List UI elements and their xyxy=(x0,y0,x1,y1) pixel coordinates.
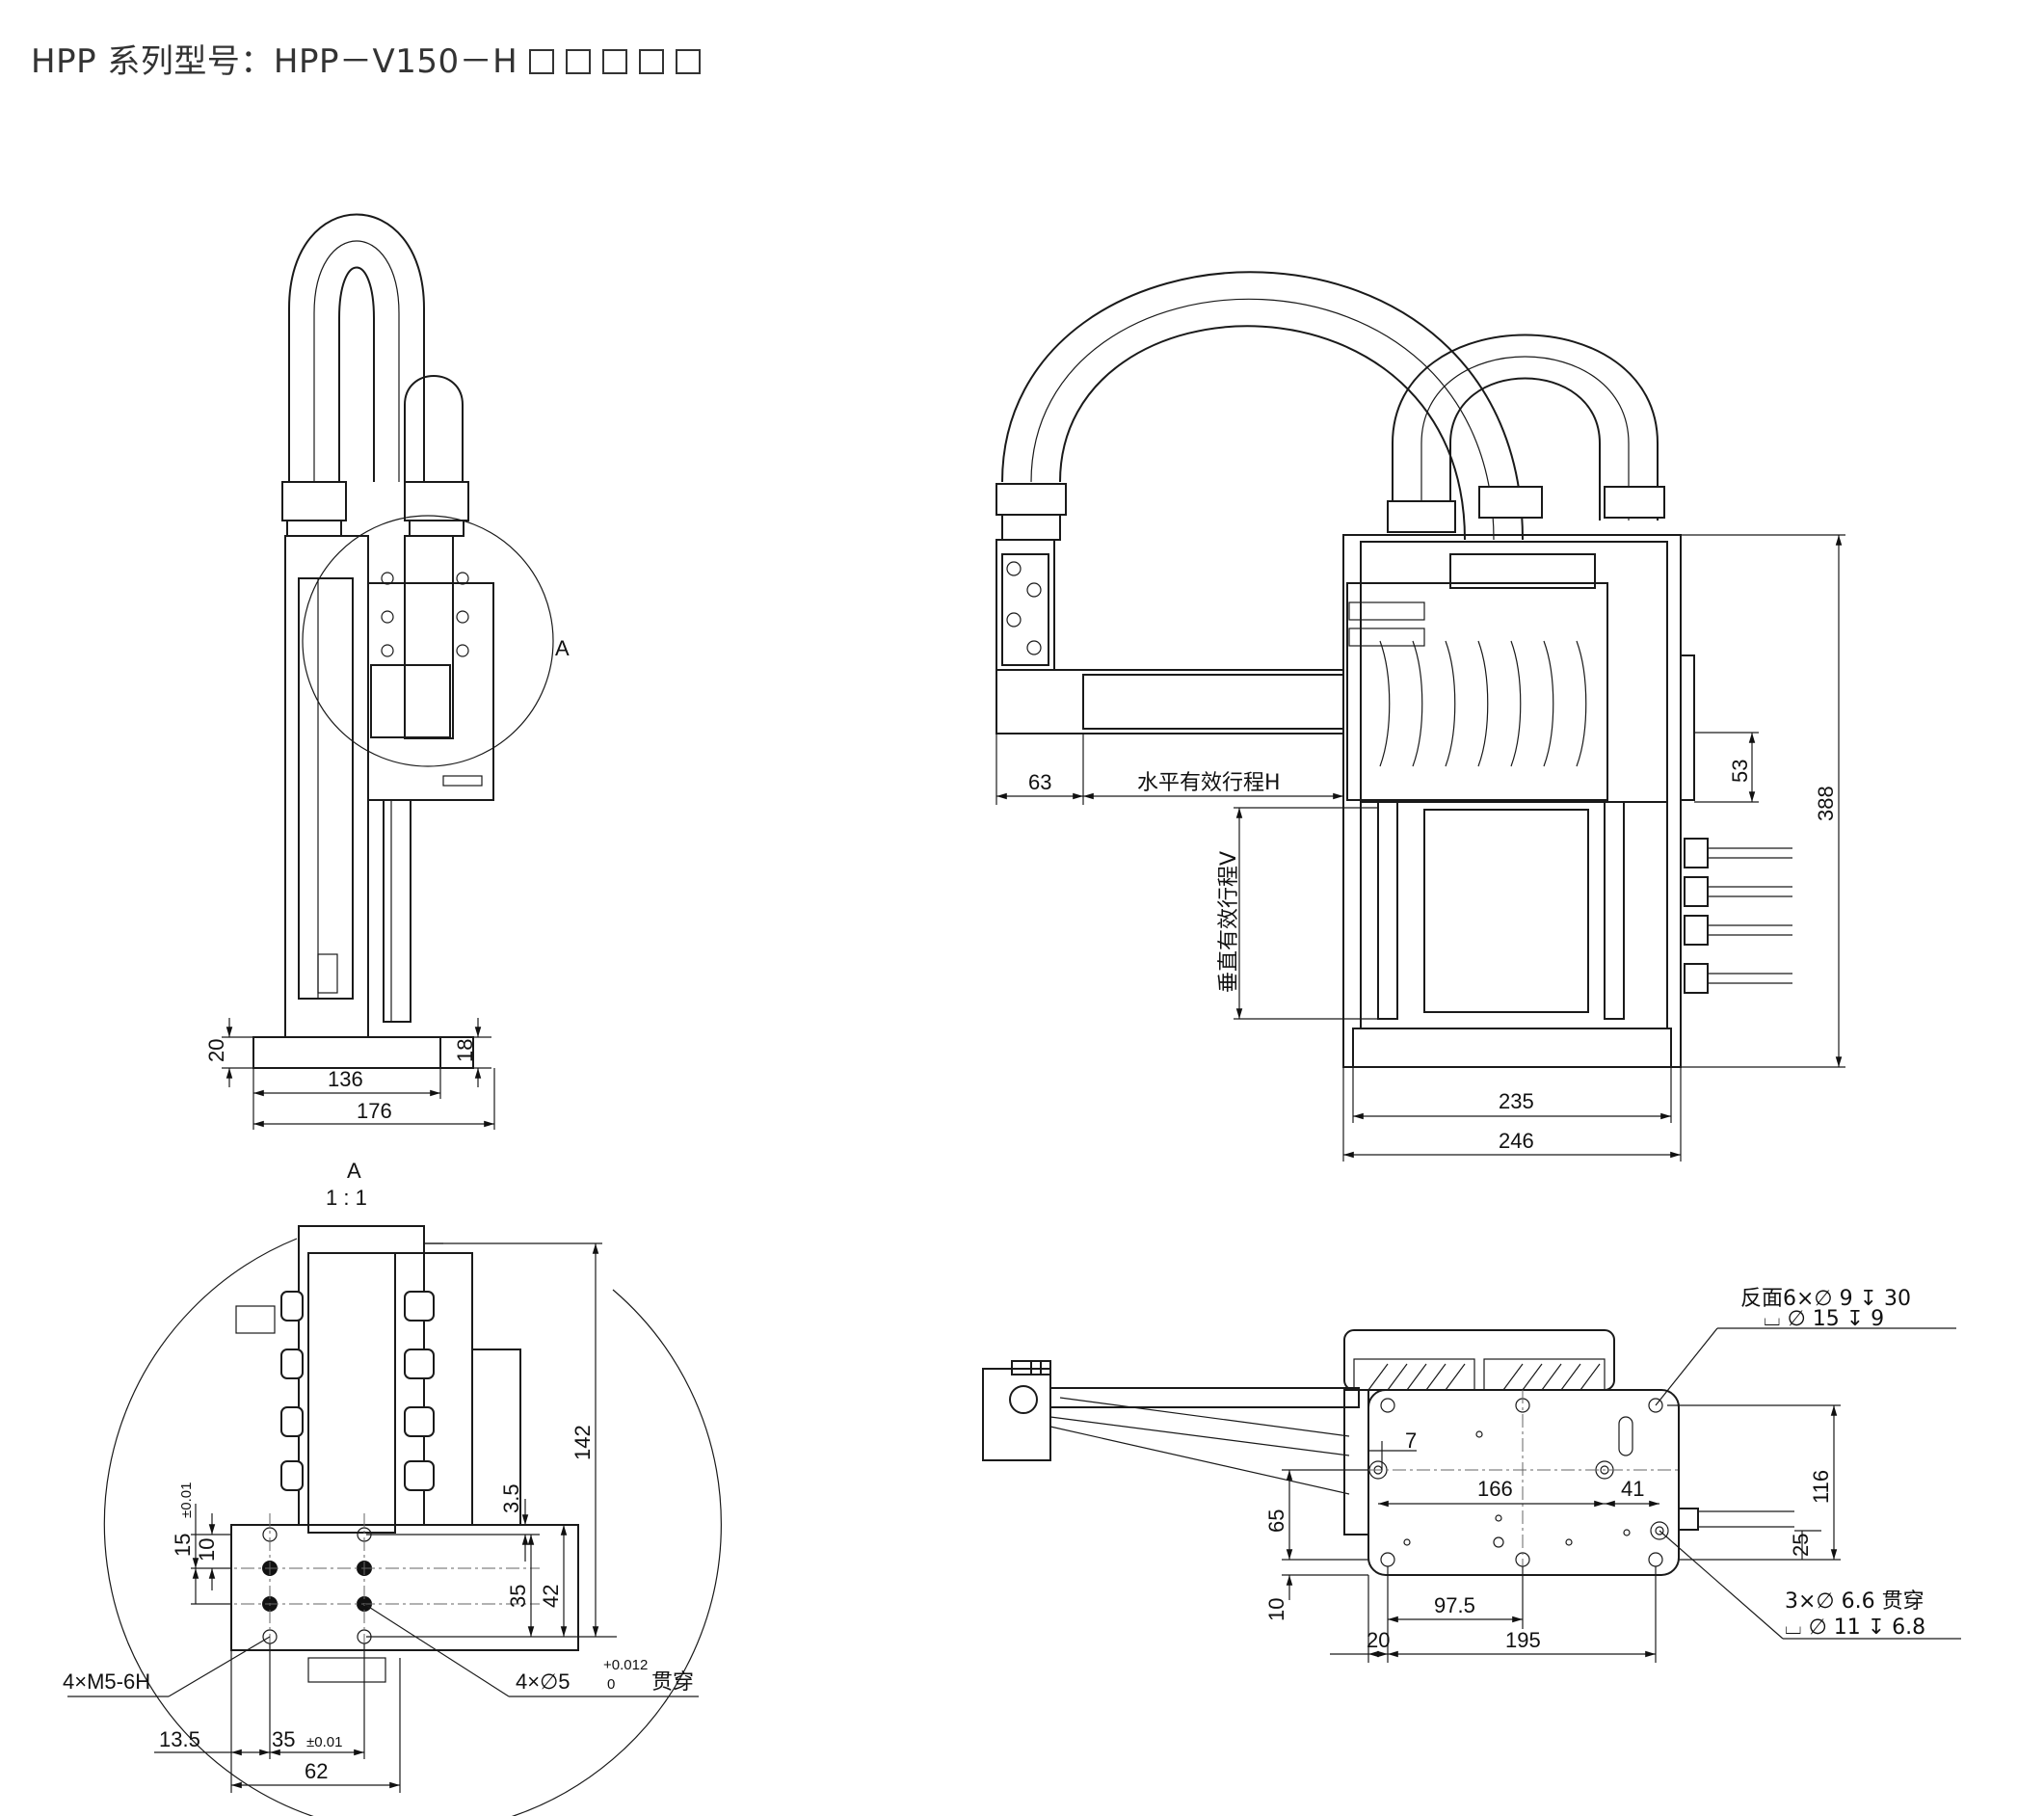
detail-a-scale: 1 : 1 xyxy=(326,1186,367,1210)
dim-detail-62: 62 xyxy=(305,1759,328,1783)
pin-callout-prefix: 4×∅5 xyxy=(516,1669,570,1694)
pin-callout-tol-upper: +0.012 xyxy=(603,1657,648,1673)
model-code-placeholder-boxes xyxy=(518,42,702,81)
callout-through-line2: ⌴ ∅ 11 ↧ 6.8 xyxy=(1785,1616,1925,1640)
dim-front-v-stroke: 垂直有效行程V xyxy=(1217,851,1241,993)
dim-detail-15-tolerance: ±0.01 xyxy=(178,1482,195,1518)
dim-front-h-stroke: 水平有效行程H xyxy=(1137,771,1281,795)
dim-detail-142: 142 xyxy=(571,1425,595,1460)
detail-a-marker: A xyxy=(555,636,570,660)
dim-side-rail-height: 18 xyxy=(453,1039,477,1062)
dim-side-base-height: 20 xyxy=(204,1039,228,1062)
dim-top-20: 20 xyxy=(1367,1628,1390,1652)
model-title-text: HPP 系列型号：HPP－V150－H xyxy=(31,42,518,81)
pin-callout-tol-lower: 0 xyxy=(607,1676,615,1693)
dim-top-166: 166 xyxy=(1477,1477,1513,1501)
dim-top-116: 116 xyxy=(1809,1470,1833,1504)
callout-through-line1: 3×∅ 6.6 贯穿 xyxy=(1785,1589,1925,1614)
pin-callout-suffix: 贯穿 xyxy=(651,1670,694,1695)
dim-top-7: 7 xyxy=(1405,1429,1417,1453)
dim-detail-35-vertical: 35 xyxy=(506,1585,530,1608)
dim-detail-10: 10 xyxy=(195,1538,219,1562)
thread-callout: 4×M5-6H xyxy=(63,1669,150,1694)
detail-a-label: A xyxy=(347,1159,361,1183)
dim-front-connector-pitch: 53 xyxy=(1728,760,1752,783)
dim-top-25: 25 xyxy=(1789,1534,1813,1557)
dim-detail-15: 15 xyxy=(171,1534,195,1557)
dim-top-41: 41 xyxy=(1621,1477,1644,1501)
callout-back-line1: 反面6×∅ 9 ↧ 30 xyxy=(1740,1287,1911,1311)
callout-back-line2: ⌴ ∅ 15 ↧ 9 xyxy=(1764,1307,1884,1331)
dim-side-hole-span: 136 xyxy=(328,1067,363,1091)
dim-top-195: 195 xyxy=(1505,1628,1541,1652)
top-view: 反面6×∅ 9 ↧ 30 ⌴ ∅ 15 ↧ 9 3×∅ 6.6 贯穿 ⌴ ∅ 1… xyxy=(982,1287,1961,1663)
dim-detail-35-tolerance: ±0.01 xyxy=(306,1734,342,1750)
dim-front-offset: 63 xyxy=(1028,770,1051,794)
drawing-title: HPP 系列型号：HPP－V150－H xyxy=(31,35,702,82)
side-view: A 20 18 136 176 xyxy=(204,213,570,1130)
dim-front-inner-width: 235 xyxy=(1499,1089,1534,1113)
dim-top-97-5: 97.5 xyxy=(1434,1593,1475,1617)
dim-detail-3-5: 3.5 xyxy=(499,1483,523,1513)
dim-top-65: 65 xyxy=(1264,1509,1288,1533)
front-view: 63 水平有效行程H 垂直有效行程V 53 388 235 246 xyxy=(995,271,1845,1162)
dim-detail-35-horizontal: 35 xyxy=(272,1727,295,1751)
dim-front-height: 388 xyxy=(1814,786,1838,821)
detail-a-view: A 1 : 1 xyxy=(63,1159,722,1816)
dim-detail-42: 42 xyxy=(539,1585,563,1608)
dim-side-width: 176 xyxy=(357,1099,392,1123)
dim-top-10: 10 xyxy=(1264,1598,1288,1621)
dim-detail-13-5: 13.5 xyxy=(159,1727,200,1751)
dim-front-outer-width: 246 xyxy=(1499,1129,1534,1153)
